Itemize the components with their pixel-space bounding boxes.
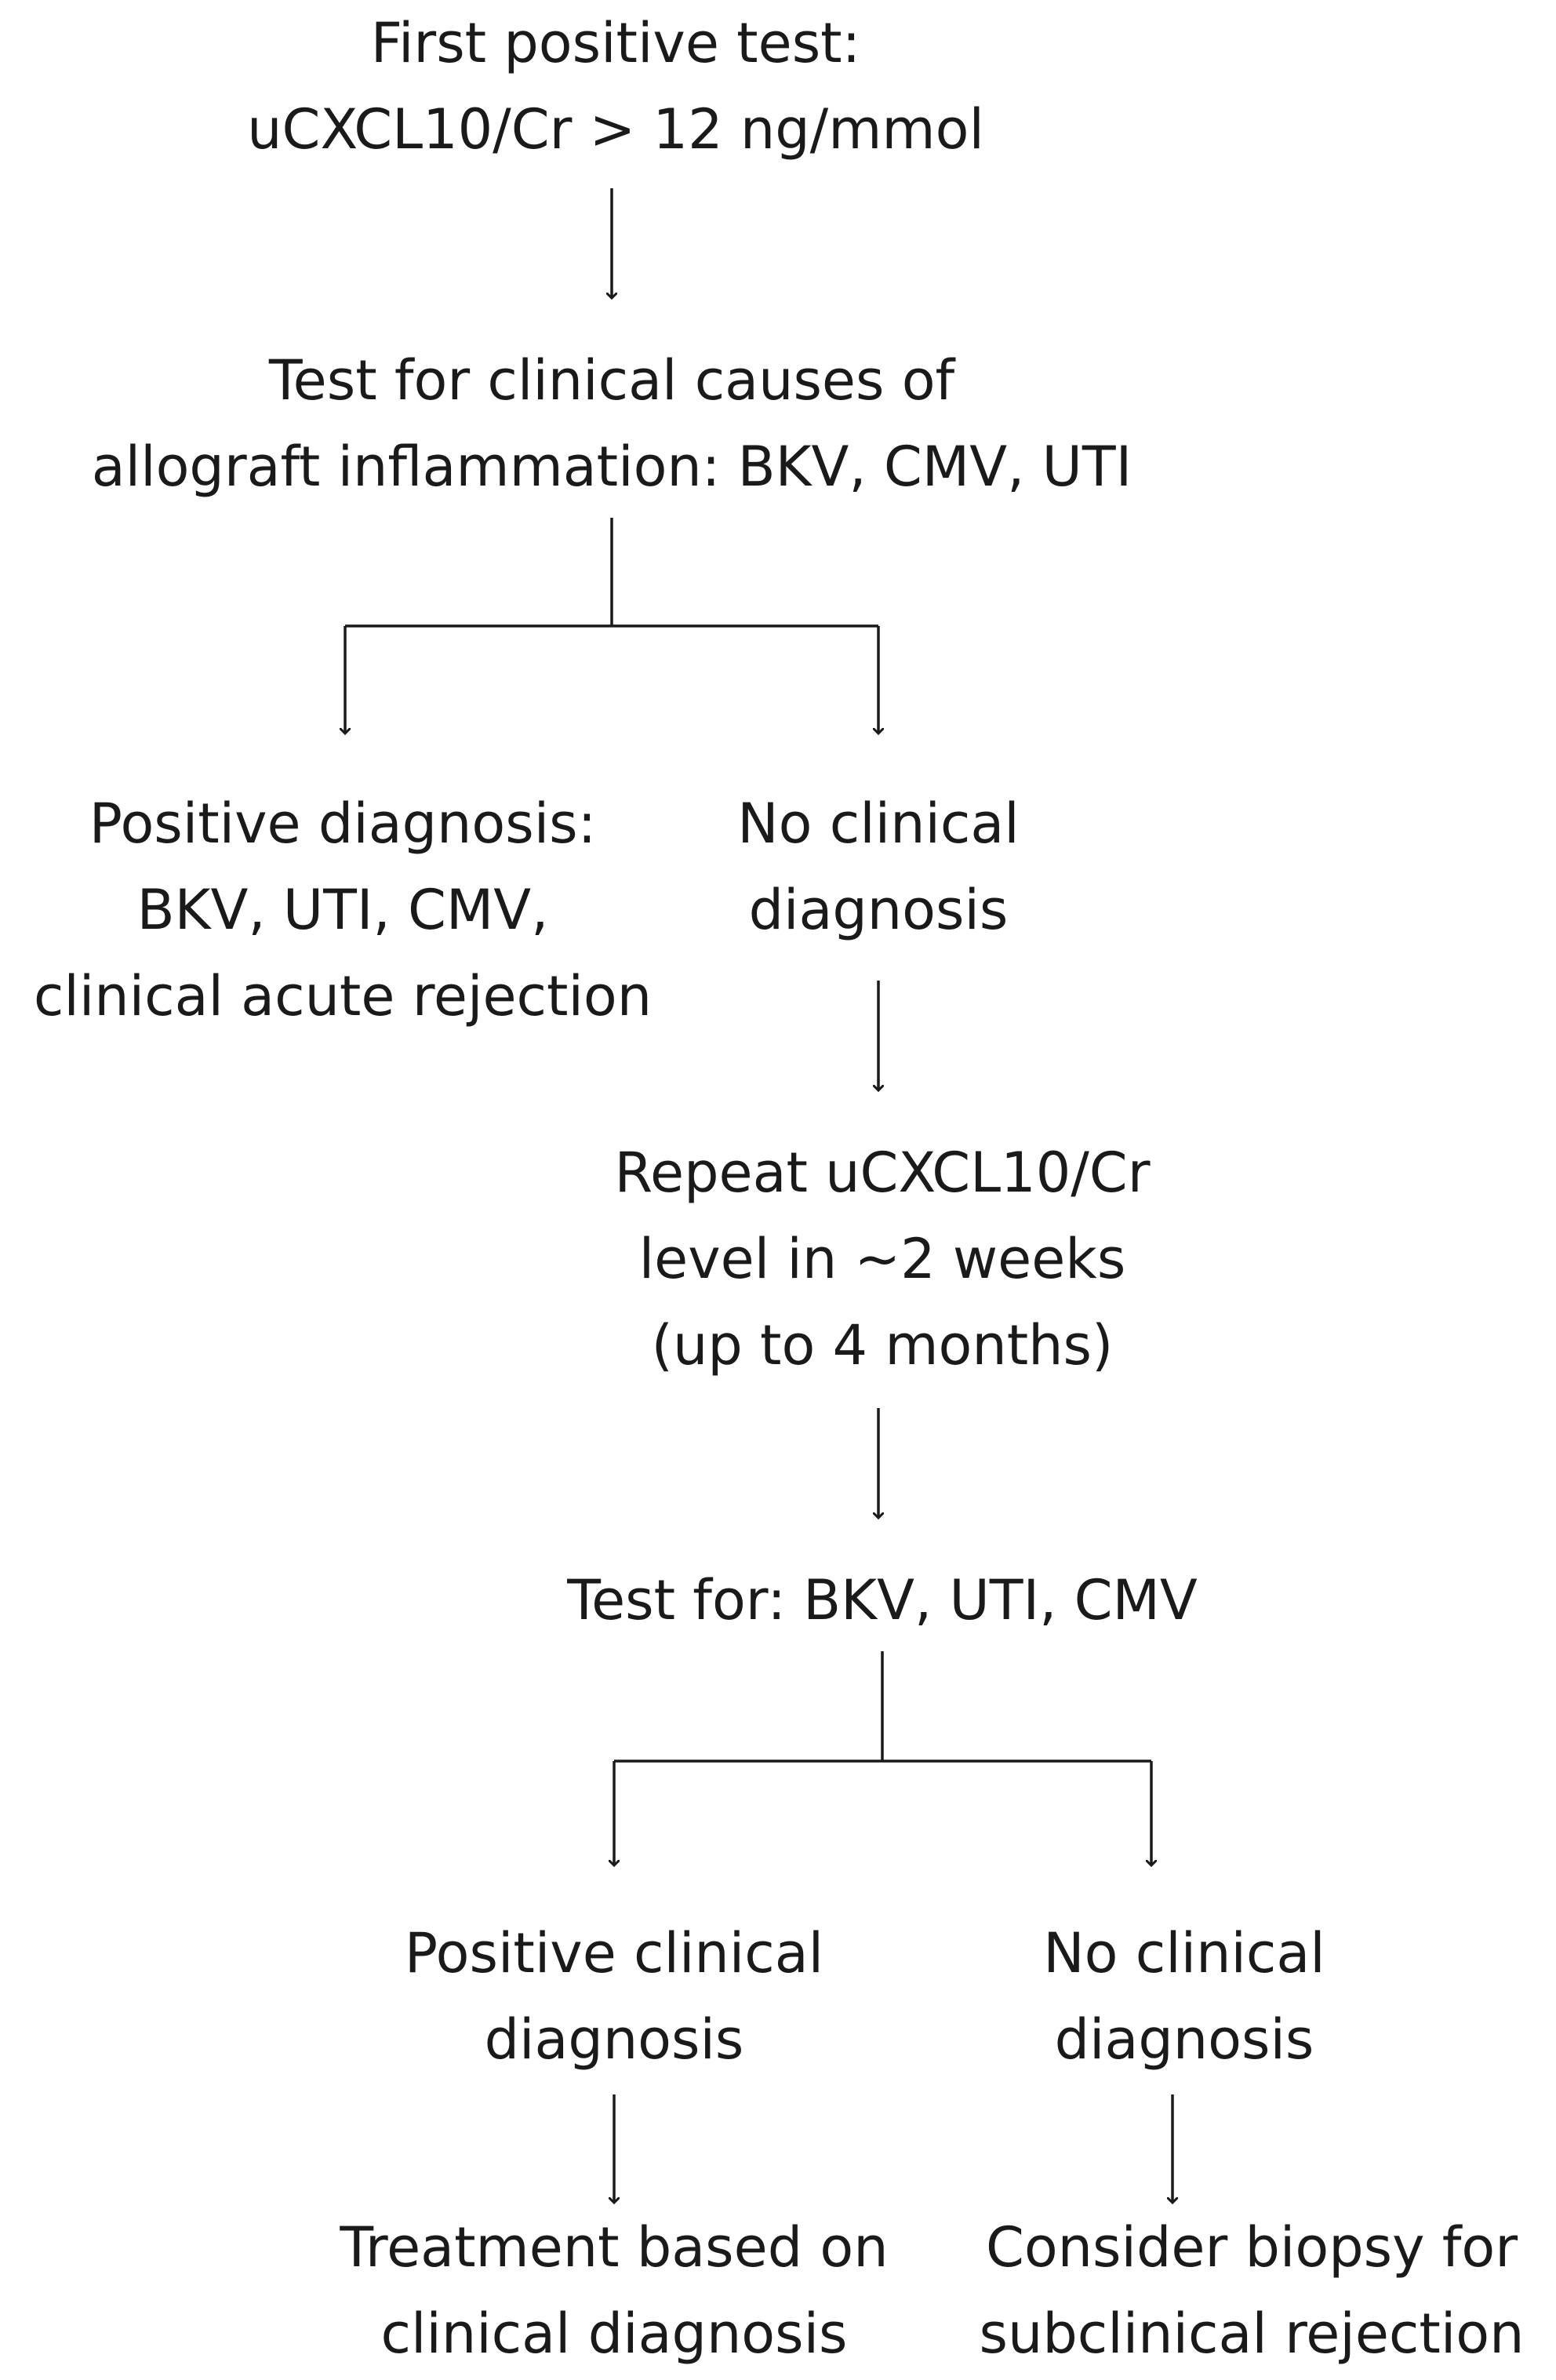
node-line: Positive clinical bbox=[404, 1921, 824, 1985]
no-clinical-diagnosis-node-1: No clinical diagnosis bbox=[737, 781, 1019, 953]
node-line: Test for clinical causes of bbox=[268, 348, 955, 413]
node-line: uCXCL10/Cr > 12 ng/mmol bbox=[247, 97, 984, 162]
treatment-node: Treatment based on clinical diagnosis bbox=[340, 2204, 888, 2377]
node-line: Positive diagnosis: bbox=[89, 792, 597, 856]
clinical-causes-node: Test for clinical causes of allograft in… bbox=[92, 337, 1132, 510]
node-line: subclinical rejection bbox=[979, 2302, 1525, 2366]
consider-biopsy-node: Consider biopsy for subclinical rejectio… bbox=[980, 2204, 1525, 2377]
node-line: clinical acute rejection bbox=[33, 964, 653, 1028]
no-clinical-diagnosis-node-2: No clinical diagnosis bbox=[1043, 1910, 1325, 2083]
node-line: No clinical bbox=[737, 792, 1020, 856]
first-positive-test-node: First positive test: uCXCL10/Cr > 12 ng/… bbox=[247, 0, 984, 173]
node-line: First positive test: bbox=[370, 11, 861, 75]
node-line: Repeat uCXCL10/Cr bbox=[614, 1141, 1151, 1205]
test-for-node: Test for: BKV, UTI, CMV bbox=[567, 1557, 1198, 1643]
node-line: No clinical bbox=[1043, 1921, 1325, 1985]
node-line: Treatment based on bbox=[340, 2215, 889, 2280]
node-line: Consider biopsy for bbox=[985, 2215, 1518, 2280]
node-line: level in ~2 weeks bbox=[638, 1227, 1126, 1291]
node-line: clinical diagnosis bbox=[380, 2302, 848, 2366]
positive-clinical-diagnosis-node: Positive clinical diagnosis bbox=[405, 1910, 823, 2083]
positive-diagnosis-node: Positive diagnosis: BKV, UTI, CMV, clini… bbox=[34, 781, 652, 1039]
node-line: (up to 4 months) bbox=[651, 1313, 1114, 1377]
node-line: Test for: BKV, UTI, CMV bbox=[567, 1568, 1198, 1632]
node-line: diagnosis bbox=[1054, 2007, 1314, 2072]
node-line: BKV, UTI, CMV, bbox=[136, 878, 549, 942]
node-line: diagnosis bbox=[484, 2007, 744, 2072]
repeat-level-node: Repeat uCXCL10/Cr level in ~2 weeks (up … bbox=[615, 1130, 1151, 1388]
node-line: diagnosis bbox=[748, 878, 1009, 942]
node-line: allograft inflammation: BKV, CMV, UTI bbox=[91, 435, 1132, 499]
